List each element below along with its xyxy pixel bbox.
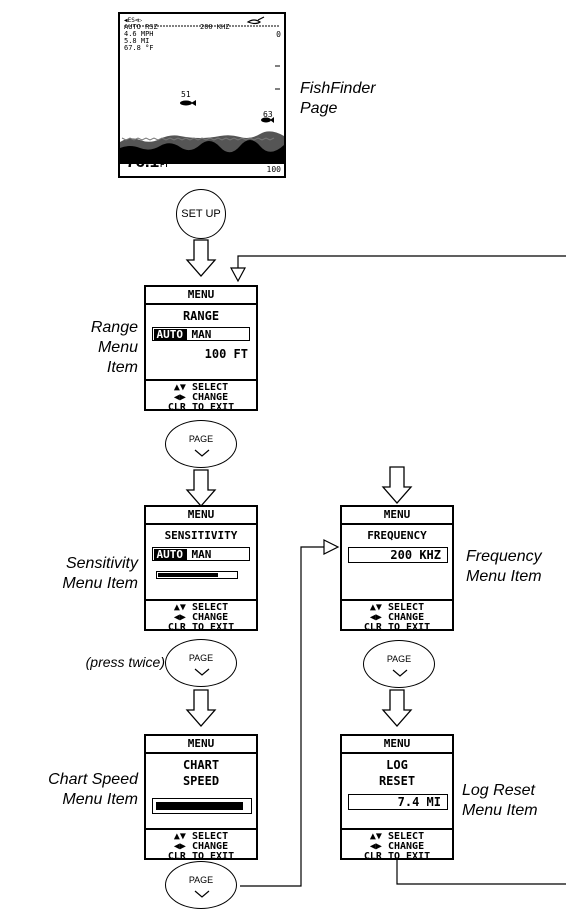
connector-line: [240, 547, 324, 886]
down-arrow-icon: [383, 467, 411, 503]
right-arrow-icon: [324, 540, 338, 554]
down-arrow-icon: [231, 268, 245, 281]
down-arrow-icon: [187, 690, 215, 726]
connector-line: [397, 860, 566, 884]
loop-back-line: [238, 256, 566, 268]
down-arrow-icon: [187, 470, 215, 506]
down-arrow-icon: [383, 690, 411, 726]
down-arrow-icon: [187, 240, 215, 276]
